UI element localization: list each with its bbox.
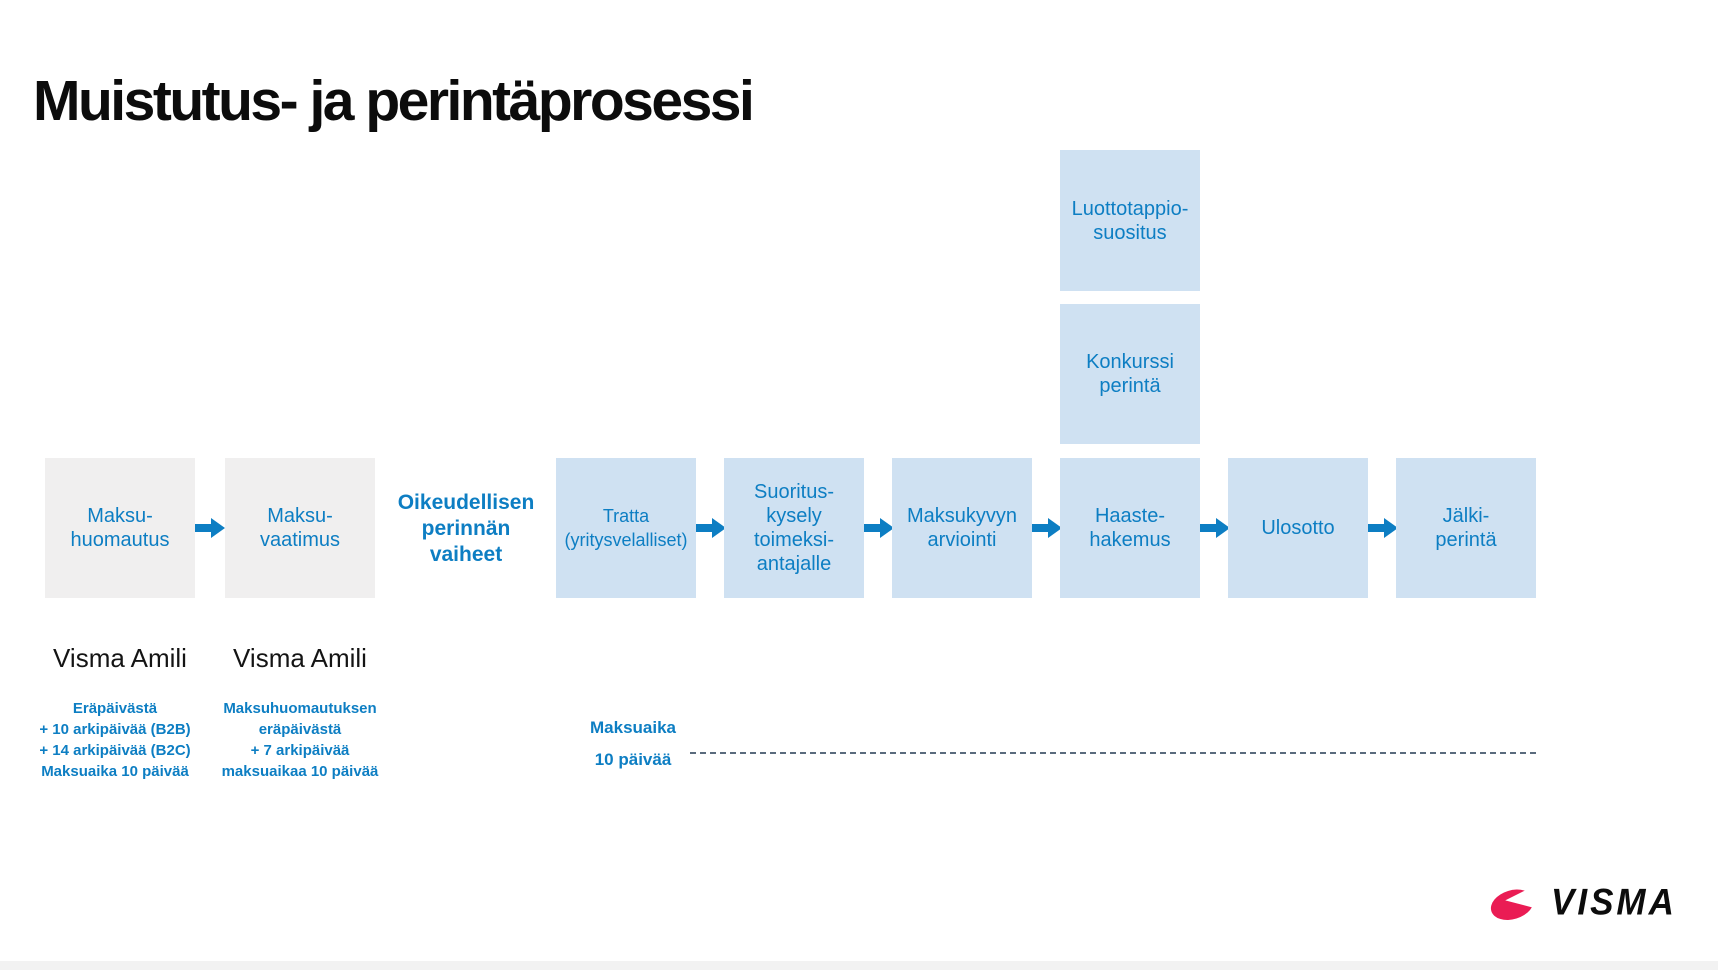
amili-product-label: Visma Amili: [53, 643, 187, 673]
stage-box-konkurssiperinta: Konkurssi perintä: [1060, 304, 1200, 444]
amili-timing-details: Maksuhuomautuksen eräpäivästä + 7 arkipä…: [221, 700, 379, 780]
arrow-right-icon: [864, 517, 894, 539]
stage-box-jalkiperinta: Jälki- perintä: [1396, 458, 1536, 598]
arrow-right-icon: [195, 517, 225, 539]
stage-box-suorituskysely: Suoritus- kysely toimeksi- antajalle: [724, 458, 864, 598]
stage-box-maksukyvyn-arviointi: Maksukyvyn arviointi: [892, 458, 1032, 598]
arrow-right-icon: [1200, 517, 1230, 539]
footer-strip: [0, 961, 1718, 970]
visma-logo-text: VISMA: [1551, 882, 1677, 923]
timeline-dashed-line: [690, 752, 1537, 754]
stage-box-ulosotto: Ulosotto: [1228, 458, 1368, 598]
arrow-right-icon: [1368, 517, 1398, 539]
stage-box-luottotappiosuositus: Luottotappio- suositus: [1060, 150, 1200, 291]
legal-stages-heading: Oikeudellisen perinnän vaiheet: [397, 491, 535, 566]
amili-timing-details: Eräpäivästä + 10 arkipäivää (B2B) + 14 a…: [39, 700, 191, 780]
amili-product-label: Visma Amili: [233, 643, 367, 673]
arrow-right-icon: [696, 517, 726, 539]
page-title: Muistutus- ja perintäprosessi: [33, 69, 755, 134]
payment-term-label: Maksuaika 10 päivää: [590, 718, 676, 769]
stage-box-maksuhuomautus: Maksu- huomautus: [45, 458, 195, 598]
visma-swoosh-icon: [1487, 882, 1541, 924]
stage-box-tratta: Tratta (yritysvelalliset): [556, 458, 696, 598]
stage-box-maksuvaatimus: Maksu- vaatimus: [225, 458, 375, 598]
visma-logo: VISMA: [1487, 882, 1677, 924]
arrow-right-icon: [1032, 517, 1062, 539]
stage-box-haastehakemus: Haaste- hakemus: [1060, 458, 1200, 598]
